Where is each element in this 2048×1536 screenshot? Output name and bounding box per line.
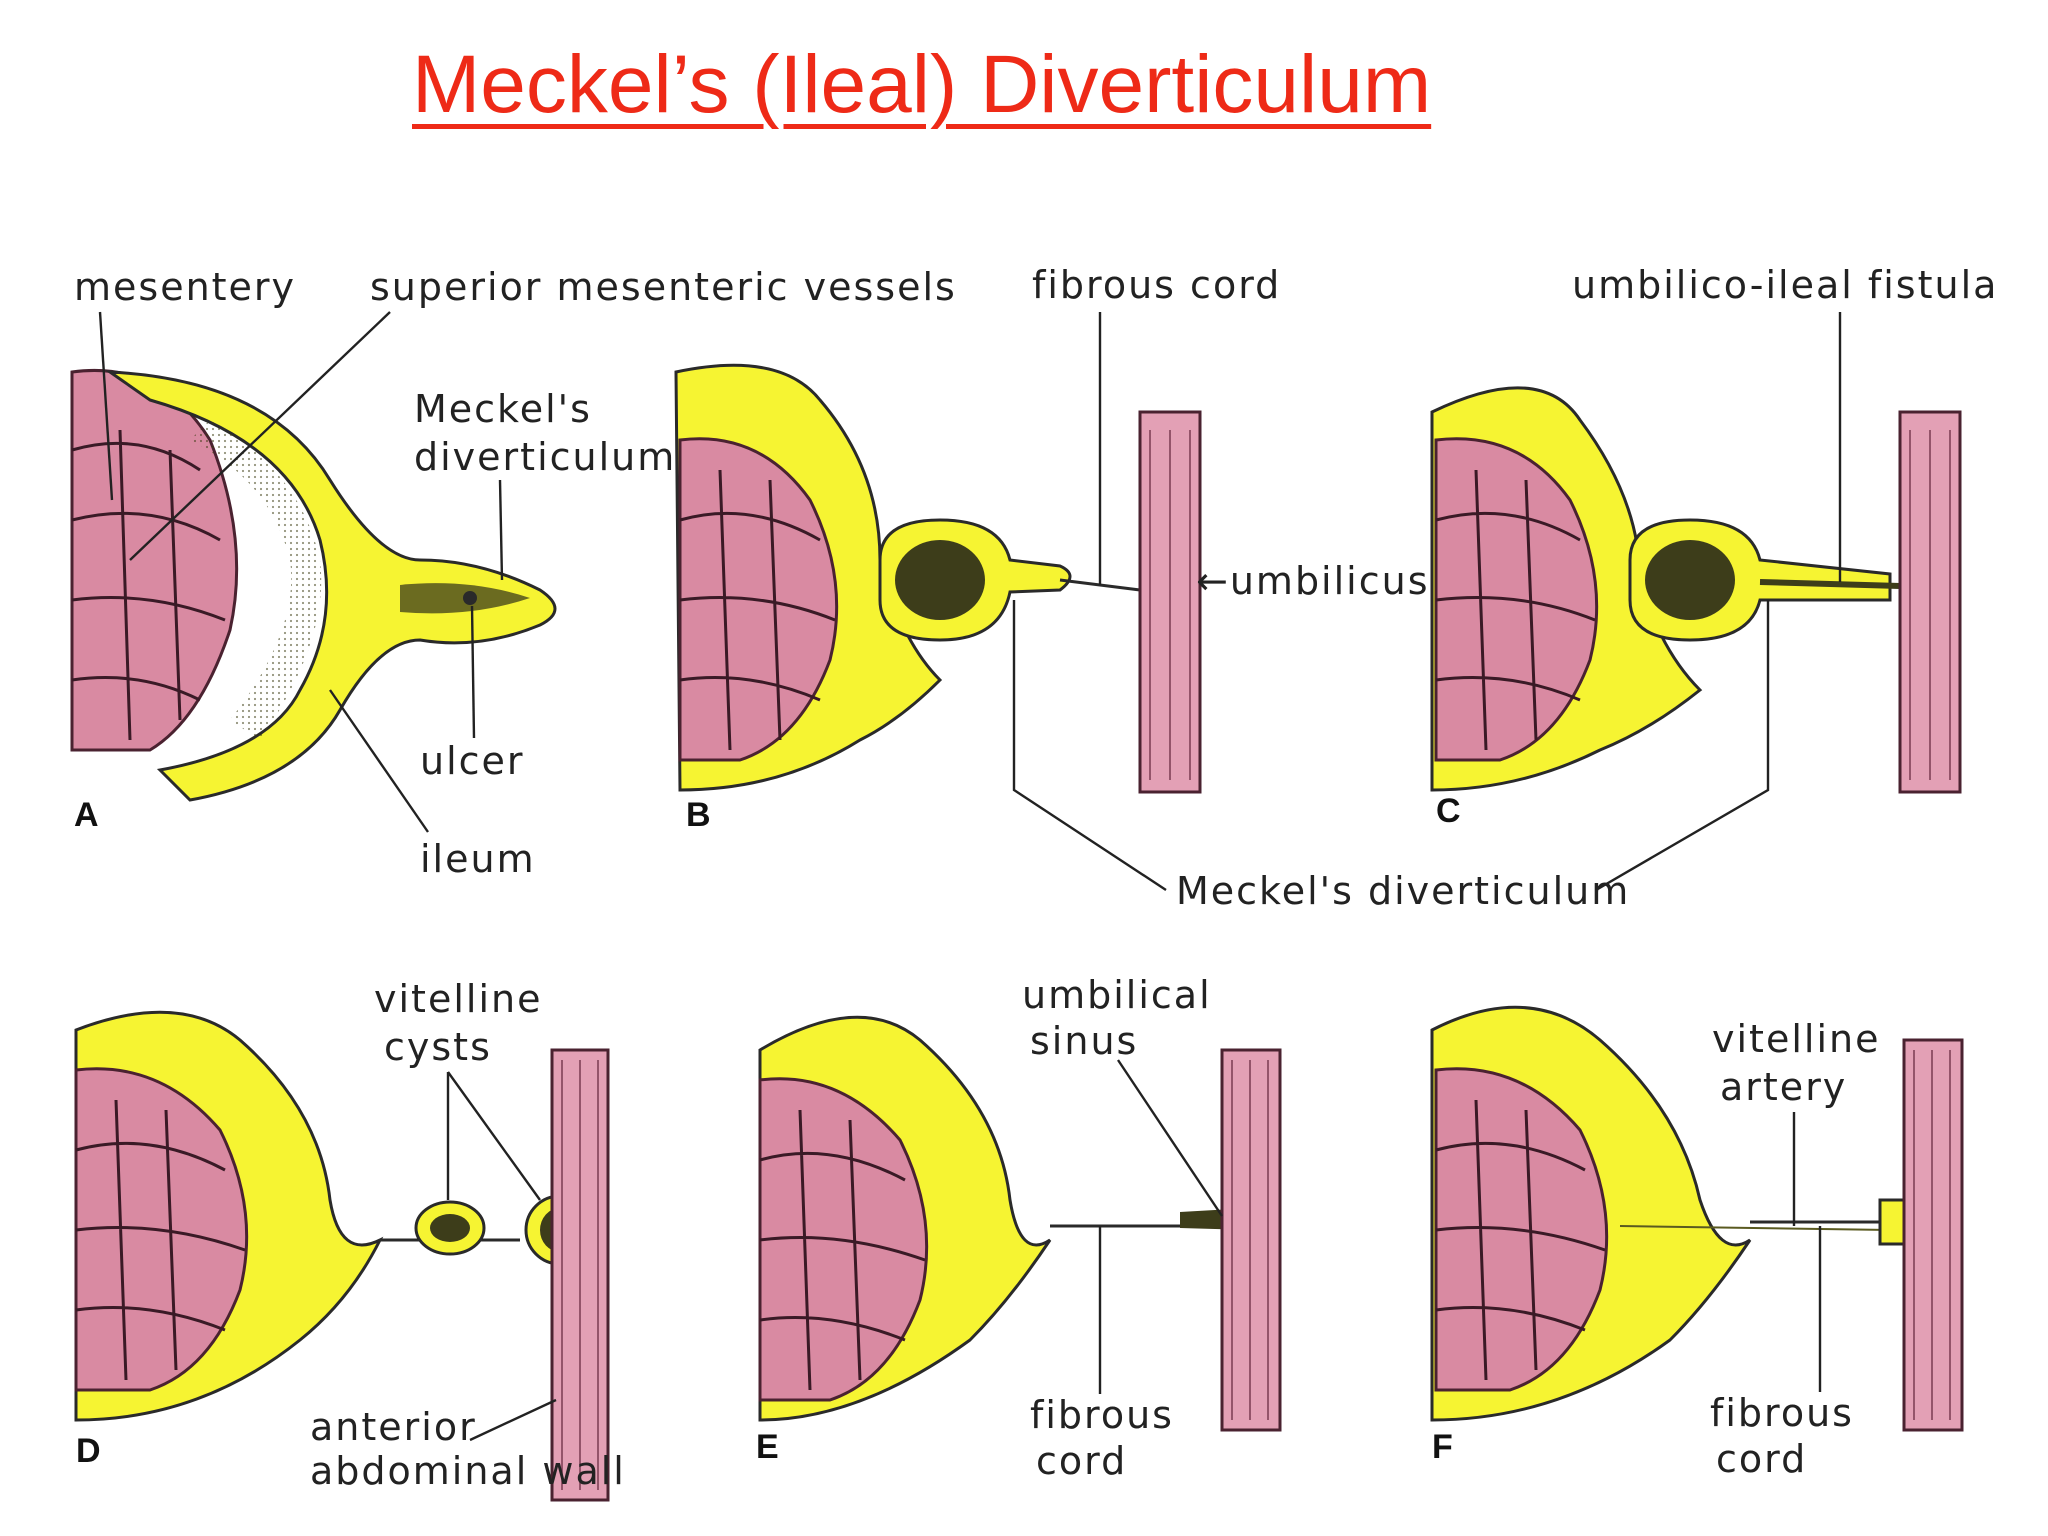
wall-texture-e (1231, 1060, 1269, 1420)
wall-texture-b (1149, 430, 1191, 780)
vitelline-cyst-1-lumen (430, 1214, 470, 1242)
leader-vitelline-cysts (446, 1071, 541, 1201)
label-mesentery: mesentery (74, 265, 296, 309)
mesentery-vessels-e (759, 1109, 926, 1391)
mesentery-vessels-d (75, 1099, 246, 1381)
panel-a: A mesentery superior mesenteric vessels … (70, 265, 957, 881)
label-fibrous-cord-b: fibrous cord (1032, 263, 1281, 307)
label-umbilicus: ←umbilicus (1196, 559, 1430, 603)
label-superior-mesenteric-vessels: superior mesenteric vessels (370, 265, 957, 309)
wall-texture-f (1913, 1050, 1951, 1420)
label-vitelline-cysts-1: vitelline (374, 977, 542, 1021)
label-vitelline-artery-2: artery (1720, 1065, 1847, 1109)
label-anterior-wall-2: abdominal wall (310, 1449, 626, 1493)
leader-ileum (329, 689, 429, 833)
label-vitelline-cysts-2: cysts (384, 1025, 492, 1069)
panel-d: D vitelline cysts anterior abdominal wal… (74, 977, 626, 1502)
leader-vessels (129, 311, 391, 561)
label-meckels-a-2: diverticulum (414, 435, 676, 479)
vitelline-artery (1619, 1225, 1891, 1231)
panel-c: C umbilico-ileal fistula (1430, 263, 1998, 830)
leader-meckels-c (1595, 600, 1770, 892)
label-fibrous-cord-f-1: fibrous (1710, 1391, 1854, 1435)
panel-letter-a: A (74, 796, 99, 834)
label-umbilical-sinus-1: umbilical (1022, 973, 1212, 1017)
shared-meckels-label: Meckel's diverticulum (1012, 600, 1770, 913)
mesentery-vessels-f (1435, 1099, 1606, 1381)
label-vitelline-artery-1: vitelline (1712, 1017, 1880, 1061)
mesentery-vessels-b (679, 469, 836, 751)
label-umbilico-ileal-fistula: umbilico-ileal fistula (1572, 263, 1998, 307)
label-fibrous-cord-e-1: fibrous (1030, 1393, 1174, 1437)
abdominal-wall-f (1902, 1038, 1964, 1432)
panel-letter-c: C (1436, 792, 1461, 830)
ileum-stipple-a (190, 420, 322, 740)
wall-texture-d (561, 1060, 599, 1490)
leader-meckels-a (498, 479, 504, 581)
diverticulum-lumen-b (895, 540, 985, 620)
mesentery-vessels-a (71, 429, 226, 741)
label-anterior-wall-1: anterior (310, 1405, 477, 1449)
leader-ulcer (470, 605, 476, 739)
mesentery-vessels-c (1435, 469, 1596, 751)
panel-letter-b: B (686, 796, 711, 834)
label-fibrous-cord-f-2: cord (1716, 1437, 1807, 1481)
label-umbilical-sinus-2: sinus (1030, 1019, 1138, 1063)
label-meckels-a-1: Meckel's (414, 387, 592, 431)
leader-meckels-b (1012, 600, 1167, 892)
abdominal-wall-e (1220, 1048, 1282, 1432)
diverticulum-lumen-c (1645, 540, 1735, 620)
panel-letter-d: D (76, 1432, 101, 1470)
fistula-channel-c (1759, 579, 1901, 589)
label-ileum: ileum (420, 837, 536, 881)
ulcer-spot (463, 591, 477, 605)
leader-anterior-wall (469, 1398, 557, 1442)
ileum-loop-a (104, 370, 557, 802)
panel-letter-f: F (1432, 1428, 1453, 1466)
label-meckels-shared: Meckel's diverticulum (1176, 869, 1630, 913)
panel-letter-e: E (756, 1428, 779, 1466)
label-fibrous-cord-e-2: cord (1036, 1439, 1127, 1483)
wall-texture-c (1909, 430, 1951, 780)
slide-title: Meckel’s (Ileal) Diverticulum (412, 39, 1432, 130)
leader-mesentery (98, 311, 114, 501)
leader-umbilical-sinus (1117, 1059, 1223, 1217)
label-ulcer: ulcer (420, 739, 525, 783)
panel-e: E umbilical sinus fibrous cord (756, 973, 1282, 1483)
panel-f: F vitelline artery fibrous cord (1430, 1005, 1964, 1481)
panel-b: B fibrous cord ←umbilicus (674, 263, 1430, 834)
